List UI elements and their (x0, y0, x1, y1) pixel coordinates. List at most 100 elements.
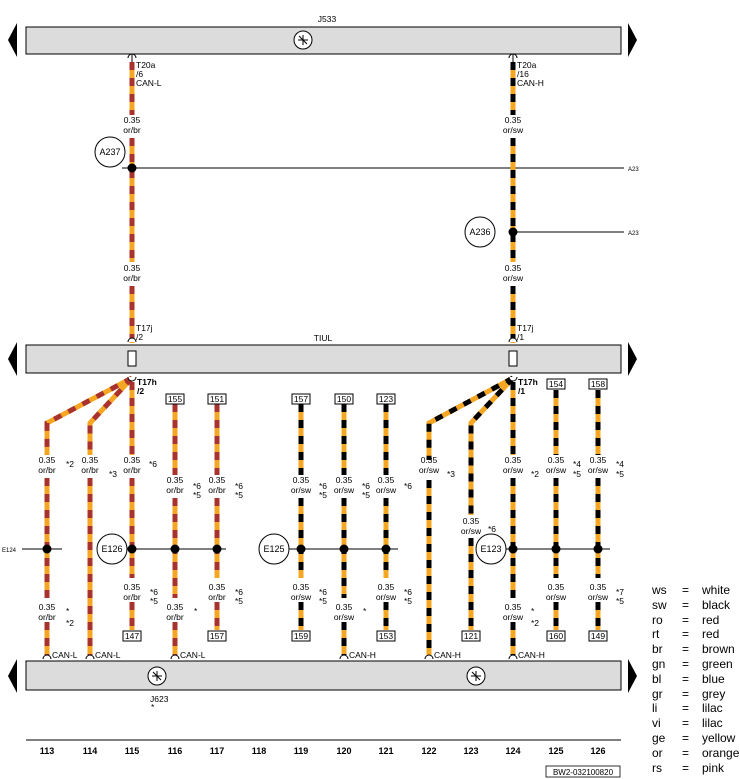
svg-text:/1: /1 (518, 386, 525, 396)
svg-text:0.35: 0.35 (124, 582, 141, 592)
svg-text:118: 118 (252, 746, 267, 756)
box-top-125: 154 (546, 378, 566, 390)
legend-code: ro (652, 612, 663, 627)
box-bottom-123: 121 (461, 630, 481, 642)
wire-spec-labels: 0.35 or/br 0.35 or/br 0.35 or/sw 0.35 or… (38, 115, 609, 622)
svg-text:or/sw: or/sw (419, 465, 440, 475)
legend-code: ws (652, 583, 667, 597)
svg-text:or/sw: or/sw (503, 125, 524, 135)
svg-text:0.35: 0.35 (124, 263, 141, 273)
svg-text:CAN-H: CAN-H (518, 650, 545, 660)
svg-text:*4: *4 (616, 459, 624, 469)
svg-text:*2: *2 (66, 618, 74, 628)
box-top-121: 123 (376, 393, 396, 405)
svg-text:0.35: 0.35 (293, 582, 310, 592)
svg-text:*6: *6 (235, 481, 243, 491)
svg-text:or/sw: or/sw (503, 612, 524, 622)
svg-text:CAN-H: CAN-H (517, 78, 544, 88)
svg-text:*5: *5 (319, 490, 327, 500)
svg-text:T17h: T17h (137, 377, 157, 387)
legend-equals: = (682, 627, 690, 642)
legend-name: orange (702, 745, 740, 760)
svg-text:0.35: 0.35 (336, 602, 353, 612)
svg-text:126: 126 (590, 746, 605, 756)
legend-name: black (702, 597, 731, 612)
legend-name: lilac (702, 701, 723, 716)
legend-row: bl=blue (652, 672, 740, 687)
column-numbers: 113 114 115 116 117 118 119 120 121 122 … (40, 746, 606, 756)
svg-text:157: 157 (294, 394, 308, 404)
legend-equals: = (682, 656, 690, 671)
svg-text:*5: *5 (235, 596, 243, 606)
svg-text:*7: *7 (616, 587, 624, 597)
svg-text:or/sw: or/sw (503, 465, 524, 475)
footer-code: BW2-032100820 (545, 765, 621, 778)
number-boxes: 155 151 157 150 123 154 158 147 157 159 … (122, 378, 608, 642)
legend-row: ge = yellow (652, 731, 740, 746)
svg-text:*3: *3 (109, 469, 117, 479)
legend-row: gn=green (652, 657, 740, 672)
svg-text:T17j: T17j (517, 323, 534, 333)
svg-text:or/sw: or/sw (588, 465, 609, 475)
svg-text:113: 113 (40, 746, 55, 756)
svg-text:or/br: or/br (38, 612, 56, 622)
legend-code: li (652, 701, 658, 716)
svg-text:/6: /6 (136, 69, 143, 79)
svg-text:BW2-032100820: BW2-032100820 (553, 768, 614, 777)
legend-name: grey (702, 686, 726, 701)
svg-text:119: 119 (294, 746, 309, 756)
legend-name: lilac (702, 716, 723, 731)
legend-row: ws=white (652, 583, 740, 598)
svg-text:or/sw: or/sw (376, 485, 397, 495)
box-bottom-125: 160 (546, 630, 566, 642)
color-legend: ws=white sw=black ro=red rt=red br=brown… (652, 583, 740, 775)
middle-unit-bar: TIUL (8, 333, 637, 376)
svg-text:/2: /2 (136, 332, 143, 342)
legend-equals: = (682, 716, 690, 731)
svg-text:or/sw: or/sw (546, 592, 567, 602)
top-unit-label: J533 (318, 14, 337, 24)
svg-text:0.35: 0.35 (590, 582, 607, 592)
svg-text:0.35: 0.35 (336, 475, 353, 485)
svg-text:CAN-L: CAN-L (180, 650, 206, 660)
svg-text:or/br: or/br (208, 485, 226, 495)
svg-text:0.35: 0.35 (548, 455, 565, 465)
wire-113 (44, 375, 134, 655)
svg-text:or/br: or/br (81, 465, 99, 475)
svg-text:0.35: 0.35 (505, 263, 522, 273)
legend-code: rt (652, 627, 660, 642)
legend-name: red (702, 627, 720, 642)
splice-nodes (42, 163, 603, 554)
legend-equals: = (682, 730, 690, 745)
box-bottom-115: 147 (122, 630, 142, 642)
svg-text:or/sw: or/sw (503, 273, 524, 283)
legend-row: vi=lilac (652, 716, 740, 731)
svg-text:117: 117 (210, 746, 225, 756)
legend-equals: = (682, 597, 690, 612)
svg-text:0.35: 0.35 (124, 115, 141, 125)
legend-code: ge (652, 730, 666, 745)
legend-row: li=lilac (652, 701, 740, 716)
svg-text:123: 123 (463, 746, 478, 756)
svg-text:or/sw: or/sw (588, 592, 609, 602)
svg-text:*6: *6 (319, 481, 327, 491)
svg-text:/16: /16 (517, 69, 529, 79)
svg-text:or/sw: or/sw (461, 526, 482, 536)
svg-text:or/sw: or/sw (376, 592, 397, 602)
legend-row: br=brown (652, 642, 740, 657)
splice-e126-label: E126 (101, 544, 122, 554)
svg-text:*6: *6 (149, 459, 157, 469)
svg-text:0.35: 0.35 (82, 455, 99, 465)
svg-text:0.35: 0.35 (209, 582, 226, 592)
svg-text:*6: *6 (235, 587, 243, 597)
svg-text:or/br: or/br (166, 485, 184, 495)
legend-equals: = (682, 612, 690, 627)
legend-name: yellow (702, 730, 736, 745)
svg-text:*2: *2 (531, 618, 539, 628)
legend-row: gr=grey (652, 687, 740, 702)
svg-text:*: * (151, 702, 155, 712)
splice-e125-label: E125 (263, 544, 284, 554)
svg-text:0.35: 0.35 (39, 455, 56, 465)
svg-text:0.35: 0.35 (378, 475, 395, 485)
